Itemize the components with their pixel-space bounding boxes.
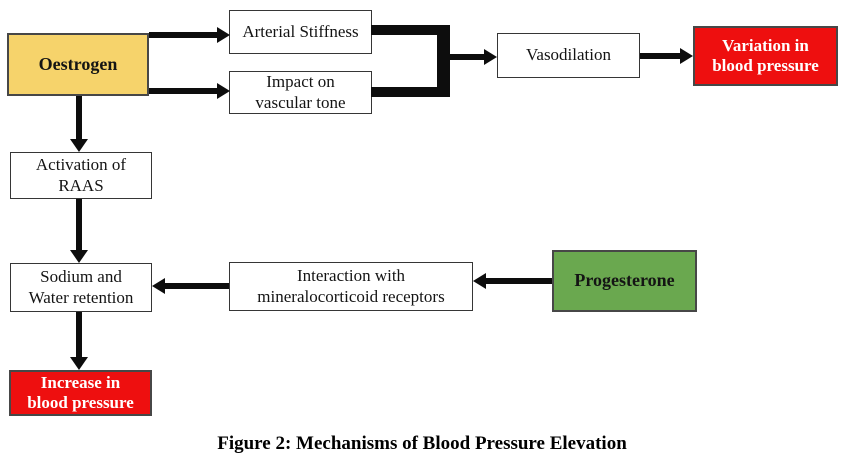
arrow-interaction-to-sodium-head	[152, 278, 165, 294]
arrow-oestrogen-to-arterial-line	[149, 32, 218, 38]
arrow-oestrogen-to-impact-line	[149, 88, 218, 94]
figure-caption: Figure 2: Mechanisms of Blood Pressure E…	[217, 433, 627, 454]
arrow-progesterone-to-interaction-line	[486, 278, 552, 284]
node-progesterone: Progesterone	[552, 250, 697, 312]
merge-bracket-bottom-band	[371, 87, 450, 97]
node-interaction-mineralocorticoid: Interaction with mineralocorticoid recep…	[229, 262, 473, 311]
arrow-oestrogen-to-raas-head	[70, 139, 88, 152]
arrow-sodium-to-increase-line	[76, 312, 82, 358]
arrow-bracket-to-vasodilation-head	[484, 49, 497, 65]
node-arterial-stiffness: Arterial Stiffness	[229, 10, 372, 54]
merge-bracket-vertical-bar	[437, 25, 450, 97]
arrow-progesterone-to-interaction-head	[473, 273, 486, 289]
node-impact-vascular-tone: Impact on vascular tone	[229, 71, 372, 114]
arrow-oestrogen-to-raas-line	[76, 96, 82, 140]
arrow-oestrogen-to-arterial-head	[217, 27, 230, 43]
node-activation-raas: Activation of RAAS	[10, 152, 152, 199]
arrow-raas-to-sodium-head	[70, 250, 88, 263]
node-sodium-water-retention: Sodium and Water retention	[10, 263, 152, 312]
node-oestrogen: Oestrogen	[7, 33, 149, 96]
node-increase-blood-pressure: Increase in blood pressure	[9, 370, 152, 416]
arrow-interaction-to-sodium-line	[165, 283, 229, 289]
arrow-bracket-to-vasodilation-line	[449, 54, 485, 60]
node-vasodilation: Vasodilation	[497, 33, 640, 78]
arrow-sodium-to-increase-head	[70, 357, 88, 370]
node-variation-blood-pressure: Variation in blood pressure	[693, 26, 838, 86]
arrow-oestrogen-to-impact-head	[217, 83, 230, 99]
arrow-raas-to-sodium-line	[76, 199, 82, 251]
arrow-vasodilation-to-variation-head	[680, 48, 693, 64]
arrow-vasodilation-to-variation-line	[640, 53, 681, 59]
merge-bracket-top-band	[371, 25, 450, 35]
